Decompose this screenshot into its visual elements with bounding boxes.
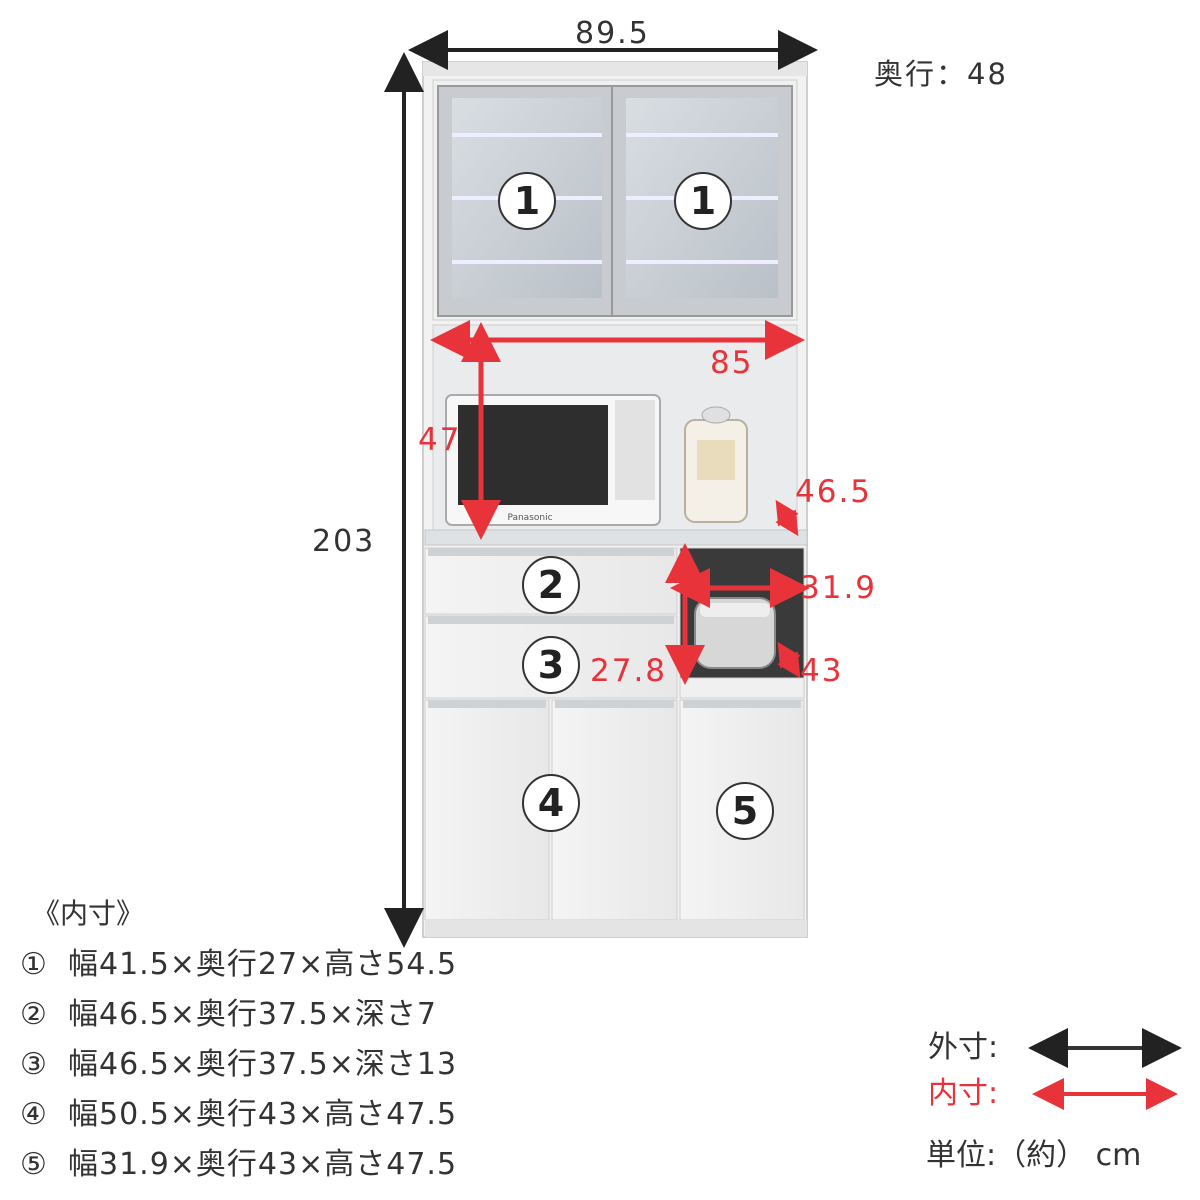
spec-row-number: ③ (20, 1047, 48, 1082)
small-space-height-label: 27.8 (590, 653, 668, 689)
spec-row-text: 幅46.5×奥行37.5×深さ7 (68, 997, 437, 1032)
compartment-badge-1-left: 1 (498, 172, 556, 230)
compartment-badge-2: 2 (522, 556, 580, 614)
small-space-depth-arrow (777, 641, 801, 679)
spec-row-number: ① (20, 947, 48, 982)
small-space-width-label: 31.9 (800, 570, 878, 606)
spec-row-4: ④ 幅50.5×奥行43×高さ47.5 (20, 1100, 457, 1130)
spec-row-text: 幅41.5×奥行27×高さ54.5 (68, 947, 458, 982)
spec-row-text: 幅46.5×奥行37.5×深さ13 (68, 1047, 458, 1082)
spec-row-3: ③ 幅46.5×奥行37.5×深さ13 (20, 1050, 457, 1080)
spec-row-number: ② (20, 997, 48, 1032)
spec-row-1: ① 幅41.5×奥行27×高さ54.5 (20, 950, 457, 980)
counter-depth-arrow (775, 499, 799, 537)
small-space-depth-label: 43 (800, 653, 844, 689)
spec-row-text: 幅50.5×奥行43×高さ47.5 (68, 1097, 458, 1132)
range-height-label: 47 (418, 422, 462, 458)
compartment-badge-1-right: 1 (674, 172, 732, 230)
compartment-badge-5: 5 (716, 782, 774, 840)
spec-row-number: ⑤ (20, 1147, 48, 1182)
outer-height-label: 203 (312, 524, 376, 559)
spec-row-5: ⑤ 幅31.9×奥行43×高さ47.5 (20, 1150, 457, 1180)
svg-text:Panasonic: Panasonic (507, 513, 552, 523)
range-width-label: 85 (710, 345, 754, 381)
spec-row-2: ② 幅46.5×奥行37.5×深さ7 (20, 1000, 437, 1030)
rice-cooker (694, 597, 776, 669)
unit-label: 単位:（約） cm (926, 1138, 1142, 1173)
microwave: Panasonic (445, 394, 661, 526)
compartment-badge-3: 3 (522, 636, 580, 694)
compartment-badge-4: 4 (522, 774, 580, 832)
counter-depth-label: 46.5 (795, 474, 873, 510)
spec-row-text: 幅31.9×奥行43×高さ47.5 (68, 1147, 458, 1182)
inner-dimensions-title: 《内寸》 (32, 897, 145, 930)
legend-outer-label: 外寸: (928, 1030, 999, 1065)
spec-row-number: ④ (20, 1097, 48, 1132)
juicer-appliance (684, 406, 748, 523)
legend-inner-label: 内寸: (928, 1076, 999, 1111)
outer-depth-label: 奥行：48 (874, 57, 1008, 91)
outer-width-label: 89.5 (575, 16, 650, 51)
inner-dimension-arrows (430, 320, 810, 685)
